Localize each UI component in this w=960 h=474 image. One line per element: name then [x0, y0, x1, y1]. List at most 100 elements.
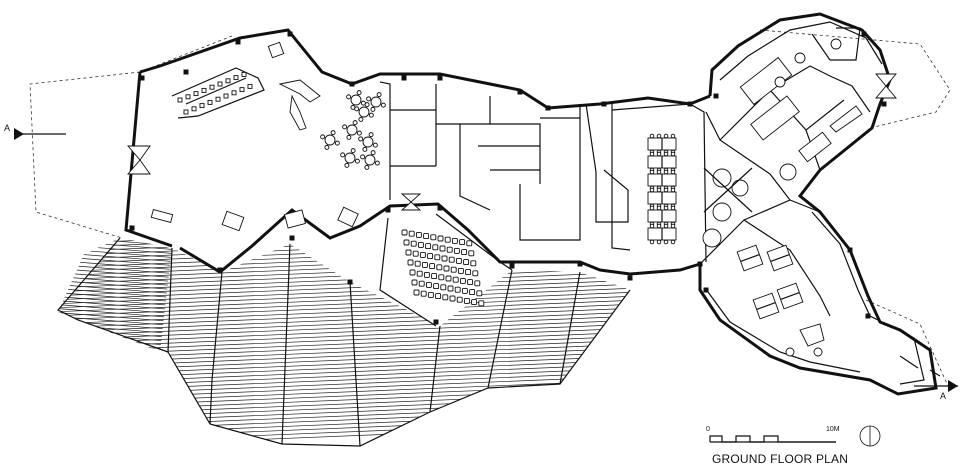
seat — [409, 269, 416, 276]
seat — [440, 284, 447, 291]
hatch-line — [58, 339, 172, 351]
seat — [444, 236, 451, 243]
column — [881, 101, 887, 107]
svg-text:A: A — [4, 123, 10, 133]
round-table — [794, 52, 806, 64]
stool — [344, 162, 350, 168]
seat — [455, 257, 462, 264]
column — [433, 319, 439, 325]
stool — [370, 106, 376, 112]
hatch-line — [58, 395, 630, 421]
seat — [470, 260, 477, 267]
column — [183, 69, 189, 75]
seat — [414, 260, 421, 267]
hatch-line — [58, 243, 630, 269]
hatch-line — [58, 367, 630, 393]
hatch-line — [58, 295, 172, 307]
seat — [425, 243, 432, 250]
hatch-line — [58, 399, 630, 425]
roof-fold-lines — [57, 237, 631, 447]
scale-start-label: 0 — [706, 426, 710, 433]
chair — [656, 223, 662, 229]
seat — [411, 279, 418, 286]
chair — [656, 133, 662, 139]
stool — [352, 120, 358, 126]
chair — [649, 205, 655, 211]
seat — [439, 245, 446, 252]
section-marker-right: A — [914, 380, 958, 401]
seat — [451, 237, 458, 244]
seat — [403, 239, 410, 246]
stool — [362, 146, 368, 152]
sofa — [829, 105, 863, 133]
chair — [670, 133, 676, 139]
column — [129, 225, 135, 231]
hatch-line — [58, 351, 630, 377]
chair — [670, 223, 676, 229]
hatch-line — [58, 347, 630, 373]
chair — [670, 239, 676, 245]
seat — [419, 251, 426, 258]
seat — [434, 254, 441, 261]
hatch-line — [58, 315, 630, 341]
chair — [223, 93, 229, 99]
stool — [358, 136, 364, 142]
chair — [649, 187, 655, 193]
seat — [471, 299, 478, 306]
stool — [346, 134, 352, 140]
stool — [364, 164, 370, 170]
round-table — [344, 152, 356, 164]
round-planters — [702, 163, 797, 248]
column — [601, 101, 607, 107]
seat — [446, 246, 453, 253]
hatch-line — [58, 299, 630, 325]
chair — [239, 87, 245, 93]
column — [385, 207, 391, 213]
column — [349, 81, 355, 87]
stool — [368, 132, 374, 138]
seat — [423, 233, 430, 240]
column — [289, 235, 295, 241]
desk-divider — [770, 254, 790, 262]
stool — [356, 90, 362, 96]
stool — [342, 124, 348, 130]
seat — [443, 265, 450, 272]
entrance-symbol-west — [127, 145, 151, 175]
hatch-line — [58, 419, 630, 445]
seat — [436, 264, 443, 271]
column — [517, 89, 523, 95]
column — [545, 105, 551, 111]
building-outer-walls — [124, 12, 938, 396]
scale-end-label: 10M — [826, 426, 840, 433]
stool — [356, 130, 362, 136]
chair — [199, 103, 205, 109]
scale-bar — [709, 435, 836, 443]
hatch-line — [58, 283, 630, 309]
chair — [663, 239, 669, 245]
seat — [461, 287, 468, 294]
seat — [452, 276, 459, 283]
conference-table — [798, 131, 832, 163]
chair — [649, 223, 655, 229]
lounge-tilted-tables — [150, 206, 359, 232]
hatch-line — [58, 287, 630, 313]
hatch-line — [58, 331, 630, 357]
seat — [441, 255, 448, 262]
chair — [207, 99, 213, 105]
seat — [438, 274, 445, 281]
seat — [413, 289, 420, 296]
column — [713, 93, 719, 99]
stool — [334, 140, 340, 146]
workstation-clusters — [647, 133, 677, 245]
column — [509, 263, 515, 269]
round-table — [364, 154, 376, 166]
seat — [459, 277, 466, 284]
chair — [649, 239, 655, 245]
seat — [466, 240, 473, 247]
seat — [433, 283, 440, 290]
chair — [656, 205, 662, 211]
reception-desks — [171, 41, 321, 131]
hatch-line — [58, 291, 630, 317]
column — [627, 275, 633, 281]
